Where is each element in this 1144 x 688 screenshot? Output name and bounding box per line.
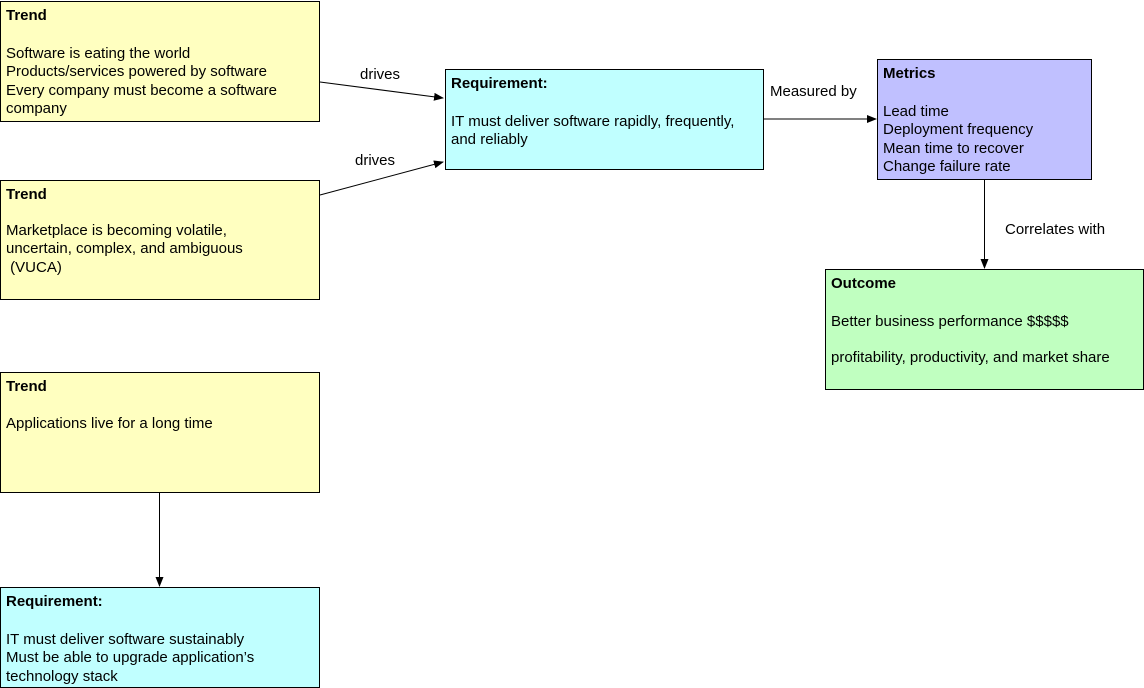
edge-trend1-to-req1: [319, 81, 444, 101]
edge-label-correlates-with: Correlates with: [1005, 221, 1106, 238]
box-title: Outcome: [831, 275, 897, 292]
trend-box-software-eating-world[interactable]: Trend Software is eating the world Produ…: [0, 1, 320, 122]
requirement-box-rapid-delivery[interactable]: Requirement: IT must deliver software ra…: [445, 69, 764, 170]
box-line: Software is eating the world: [6, 44, 191, 62]
edge-trend2-to-req1: [319, 160, 444, 196]
box-line: Change failure rate: [883, 158, 1011, 175]
box-title: Trend: [6, 378, 47, 395]
box-line: Mean time to recover: [883, 139, 1024, 157]
box-line: Better business performance $$$$$: [831, 312, 1069, 330]
requirement-box-sustainable-delivery[interactable]: Requirement: IT must deliver software su…: [0, 587, 320, 688]
edge-label-drives: drives: [355, 152, 396, 169]
box-line: Marketplace is becoming volatile, uncert…: [6, 221, 243, 258]
box-line: Every company must become a software com…: [6, 81, 282, 118]
box-title: Requirement:: [451, 75, 548, 92]
trend-box-vuca[interactable]: Trend Marketplace is becoming volatile, …: [0, 180, 320, 300]
box-title: Trend: [6, 7, 47, 24]
edge-label-drives: drives: [360, 66, 401, 83]
trend-box-long-lived-apps[interactable]: Trend Applications live for a long time: [0, 372, 320, 493]
box-title: Requirement:: [6, 593, 103, 610]
box-line: IT must deliver software sustainably: [6, 630, 245, 648]
box-line: Must be able to upgrade application’s te…: [6, 649, 259, 685]
box-line: Lead time: [883, 102, 949, 120]
box-line: (VUCA): [6, 258, 62, 276]
outcome-box[interactable]: Outcome Better business performance $$$$…: [825, 269, 1144, 390]
metrics-box[interactable]: Metrics Lead time Deployment frequency M…: [877, 59, 1092, 180]
box-line: profitability, productivity, and market …: [831, 349, 1110, 366]
box-line: Deployment frequency: [883, 121, 1034, 138]
edge-label-measured-by: Measured by: [770, 83, 857, 100]
box-line: IT must deliver software rapidly, freque…: [451, 112, 739, 149]
box-line: Products/services powered by software: [6, 63, 267, 80]
box-title: Trend: [6, 186, 47, 203]
box-line: Applications live for a long time: [6, 414, 213, 432]
box-title: Metrics: [883, 65, 936, 82]
